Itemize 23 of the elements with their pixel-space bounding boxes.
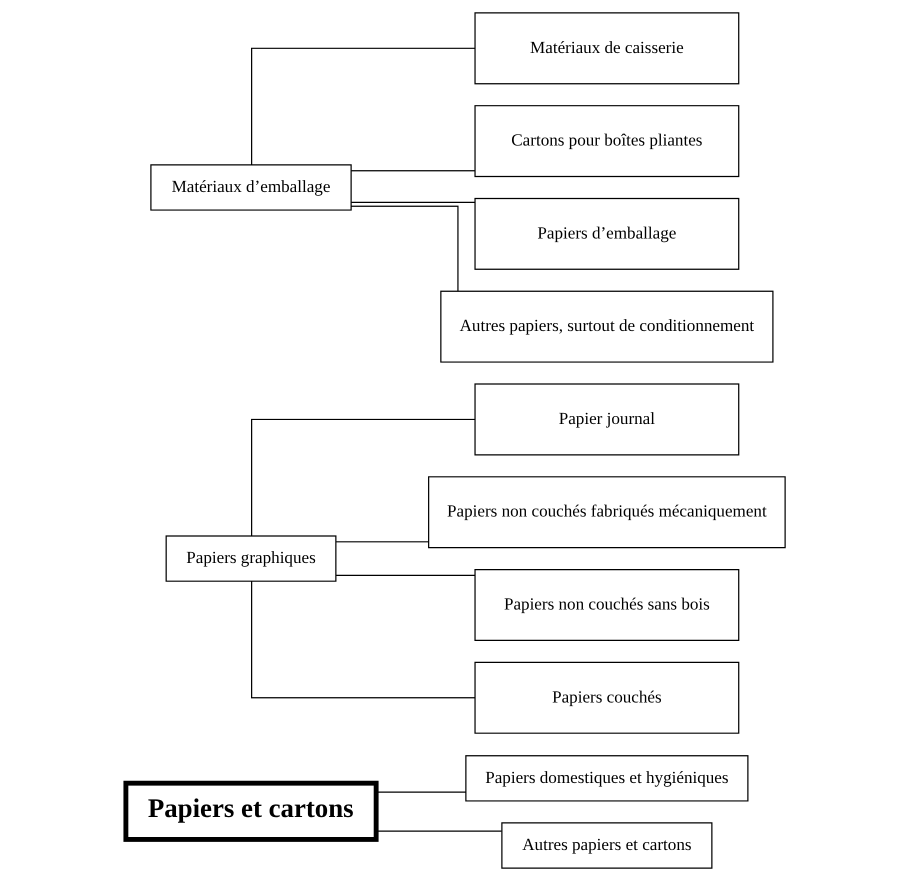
- node-box: Papiers domestiques et hygiéniques: [465, 755, 748, 802]
- node-box: Papiers d’emballage: [474, 198, 740, 270]
- node-box: Papiers couchés: [474, 662, 740, 734]
- node-box: Cartons pour boîtes pliantes: [474, 105, 740, 178]
- node-box: Matériaux d’emballage: [150, 164, 352, 211]
- node-box: Papiers graphiques: [166, 535, 336, 582]
- connector: [251, 581, 475, 698]
- connector: [376, 791, 466, 793]
- node-box: Papiers non couchés sans bois: [474, 569, 740, 642]
- connector: [336, 541, 429, 542]
- node-box: Papiers non couchés fabriqués mécaniquement: [428, 476, 786, 548]
- connector: [251, 48, 475, 165]
- connector: [376, 830, 502, 832]
- node-box: Papiers et cartons: [123, 780, 379, 842]
- connector: [336, 574, 475, 576]
- node-box: Papier journal: [474, 383, 740, 456]
- connector: [251, 418, 475, 536]
- connector: [351, 206, 459, 292]
- connector: [352, 170, 475, 172]
- node-box: Autres papiers et cartons: [501, 822, 712, 869]
- node-box: Autres papiers, surtout de conditionnement: [440, 290, 774, 363]
- node-box: Matériaux de caisserie: [474, 12, 740, 84]
- connector: [352, 202, 475, 203]
